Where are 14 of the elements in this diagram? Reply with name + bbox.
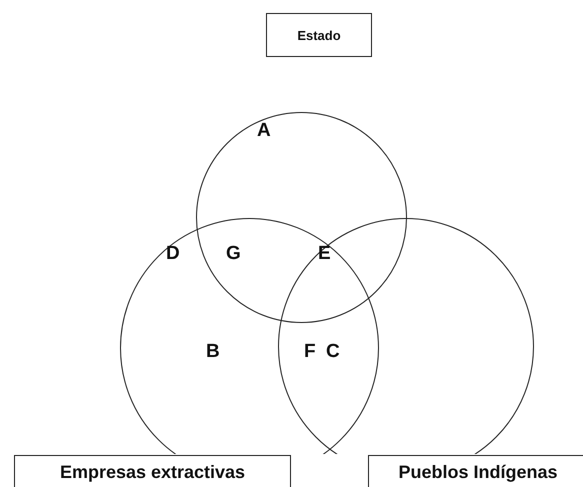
region-letter: C bbox=[326, 342, 340, 361]
region-letter: F bbox=[304, 342, 316, 361]
entity-box bbox=[266, 13, 372, 57]
region-letter: B bbox=[206, 342, 220, 361]
entity-box bbox=[14, 455, 291, 487]
entity-label: Empresas extractivas bbox=[60, 462, 246, 482]
region-letter: D bbox=[166, 244, 180, 263]
entity-label: Pueblos Indígenas bbox=[398, 462, 558, 482]
venn-circle bbox=[196, 112, 407, 323]
region-letter: E bbox=[318, 244, 331, 263]
region-letter: A bbox=[257, 121, 271, 140]
entity-label: Estado bbox=[297, 28, 341, 42]
region-letter: G bbox=[226, 244, 241, 263]
entity-box bbox=[368, 455, 583, 487]
